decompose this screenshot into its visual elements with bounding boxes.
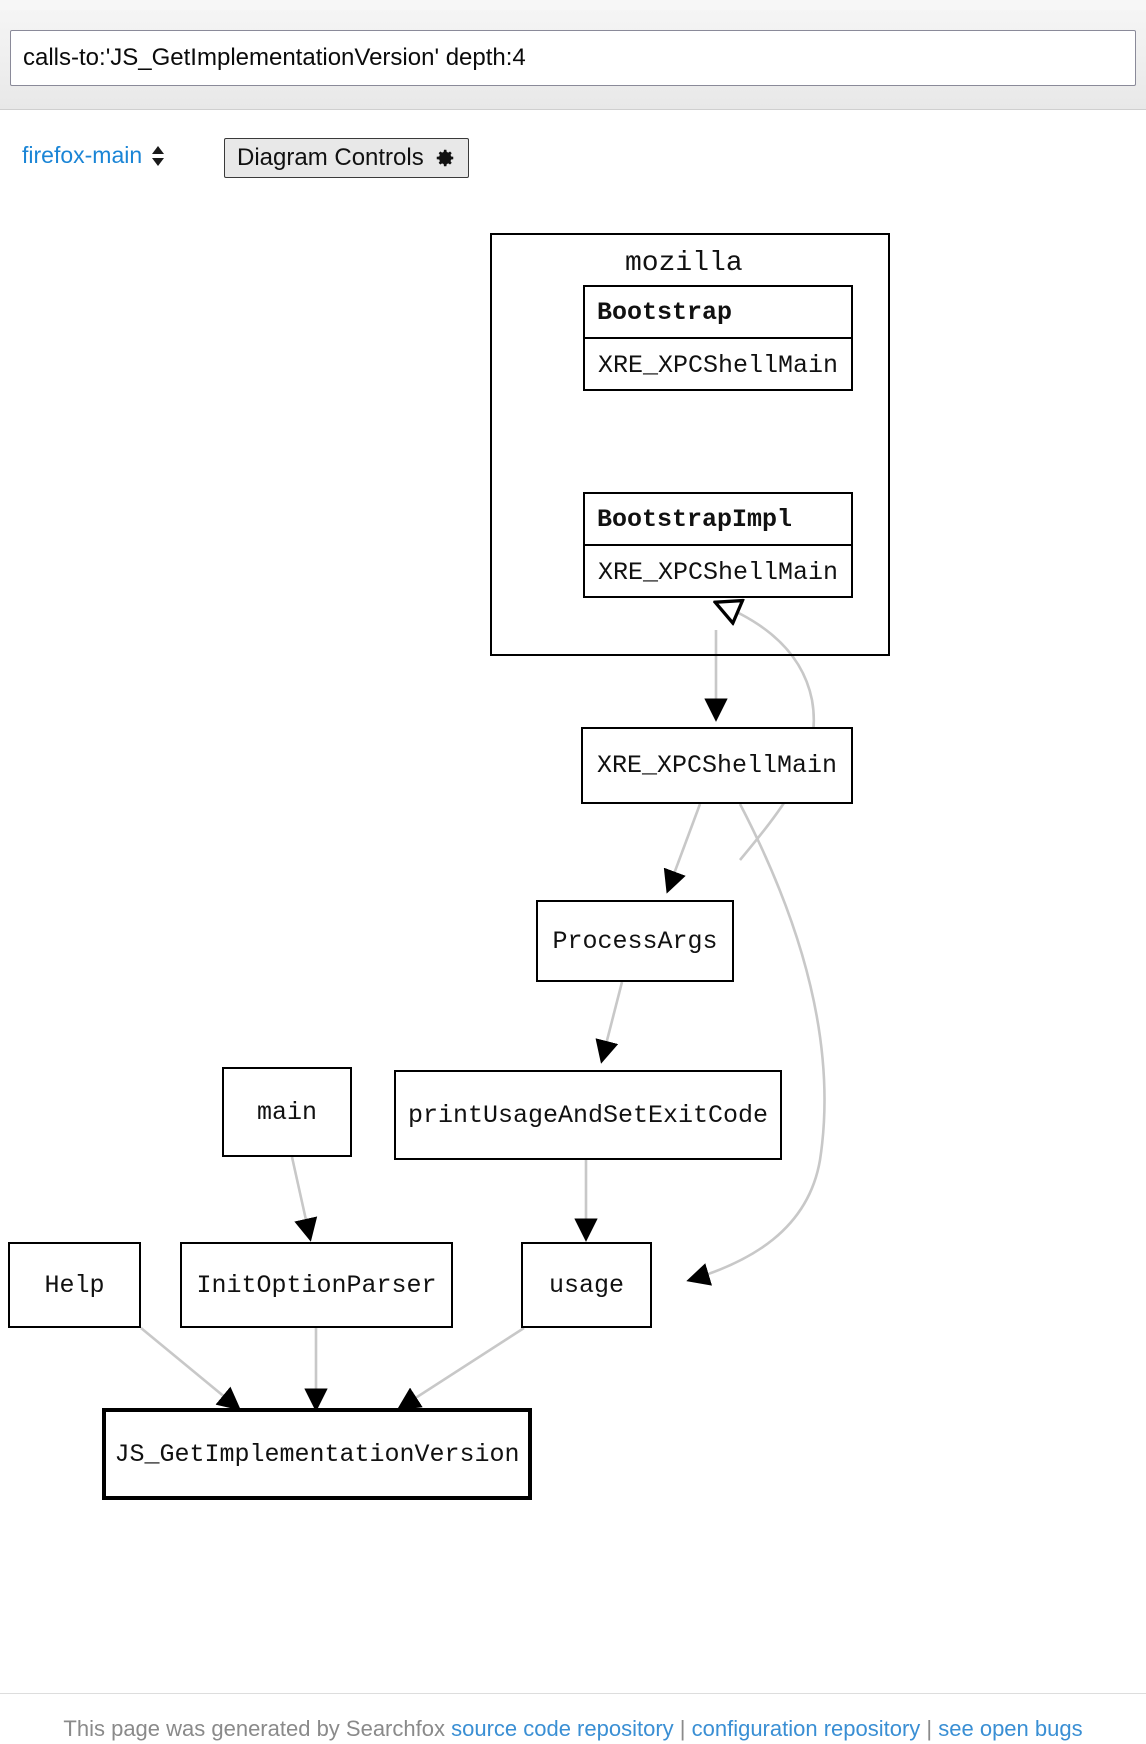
diagram-controls-button[interactable]: Diagram Controls — [224, 138, 469, 178]
node-label: main — [256, 1097, 317, 1127]
tree-selector[interactable]: firefox-main — [22, 142, 165, 169]
edge-main-to-initoptionparser — [290, 1156, 318, 1242]
tree-selector-label: firefox-main — [22, 142, 143, 168]
diagram-controls-label: Diagram Controls — [237, 144, 424, 171]
gear-icon — [434, 147, 456, 169]
footer-separator-1: | — [673, 1716, 692, 1741]
cluster-mozilla-label: mozilla — [625, 248, 743, 279]
node-label: printUsageAndSetExitCode — [407, 1100, 769, 1130]
footer: This page was generated by Searchfox sou… — [0, 1716, 1146, 1742]
call-graph-diagram[interactable]: mozilla Bootstrap XRE_XPCShellMain Boots… — [0, 200, 1146, 1600]
node-js-get-implementation-version[interactable]: JS_GetImplementationVersion — [102, 1408, 532, 1500]
node-init-option-parser[interactable]: InitOptionParser — [180, 1242, 453, 1328]
up-down-arrows-icon — [152, 143, 165, 169]
node-help[interactable]: Help — [8, 1242, 141, 1328]
node-print-usage-and-set-exit-code[interactable]: printUsageAndSetExitCode — [394, 1070, 782, 1160]
class-name-bootstrap: Bootstrap — [585, 287, 851, 339]
cluster-mozilla — [490, 233, 890, 656]
edge-help-to-target — [140, 1326, 242, 1411]
node-label: Help — [44, 1270, 105, 1300]
node-xre-xpcshellmain[interactable]: XRE_XPCShellMain — [581, 727, 853, 804]
edge-processargs-to-printusage — [595, 981, 624, 1064]
footer-link-source-repo[interactable]: source code repository — [451, 1716, 674, 1741]
class-box-bootstrap[interactable]: Bootstrap XRE_XPCShellMain — [583, 285, 853, 391]
class-box-bootstrapimpl[interactable]: BootstrapImpl XRE_XPCShellMain — [583, 492, 853, 598]
footer-link-config-repo[interactable]: configuration repository — [691, 1716, 921, 1741]
search-bar-container: calls-to:'JS_GetImplementationVersion' d… — [0, 0, 1146, 110]
node-processargs[interactable]: ProcessArgs — [536, 900, 734, 982]
class-member-bootstrapimpl-xre-xpcshellmain[interactable]: XRE_XPCShellMain — [597, 557, 839, 587]
node-label: InitOptionParser — [196, 1270, 437, 1300]
class-name-bootstrapimpl: BootstrapImpl — [585, 494, 851, 546]
node-label: usage — [548, 1270, 624, 1300]
node-usage[interactable]: usage — [521, 1242, 652, 1328]
footer-separator-2: | — [920, 1716, 939, 1741]
diagram-toolbar: firefox-main Diagram Controls — [0, 138, 1146, 194]
node-main[interactable]: main — [222, 1067, 352, 1157]
footer-link-open-bugs[interactable]: see open bugs — [938, 1716, 1083, 1741]
class-member-bootstrap-xre-xpcshellmain[interactable]: XRE_XPCShellMain — [597, 350, 839, 380]
edge-xrexpcshellmain-to-usage — [686, 803, 826, 1286]
node-label: ProcessArgs — [552, 926, 718, 956]
footer-divider — [0, 1693, 1146, 1694]
edge-usage-to-target — [396, 1326, 525, 1411]
diagram-edges-layer — [140, 200, 826, 1412]
edge-xrexpcshellmain-to-processargs — [663, 803, 702, 894]
search-input[interactable]: calls-to:'JS_GetImplementationVersion' d… — [10, 30, 1136, 86]
node-label: JS_GetImplementationVersion — [114, 1439, 520, 1469]
node-label: XRE_XPCShellMain — [596, 751, 838, 780]
footer-prefix: This page was generated by Searchfox — [63, 1716, 445, 1741]
edge-bootstrapimpl-to-bootstrap — [717, 603, 816, 861]
